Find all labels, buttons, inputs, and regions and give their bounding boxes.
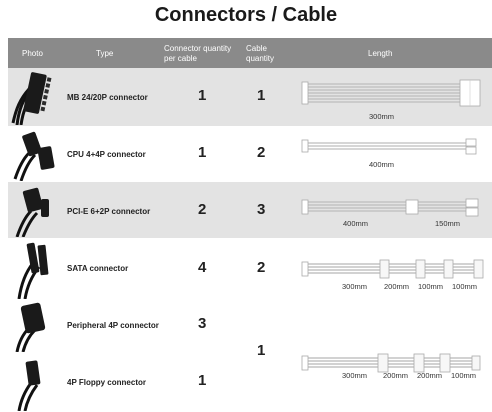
length-label: 300mm: [342, 282, 368, 291]
mb-cable-drawing: [301, 79, 481, 107]
cpu-cable-drawing: [301, 138, 477, 155]
sata-cable-drawing: [301, 259, 484, 279]
peripheral-connector-icon: [15, 302, 46, 352]
cable-qty-merged: 1: [257, 342, 266, 359]
sata-connector-icon: [17, 242, 49, 299]
connector-qty: 1: [198, 372, 207, 389]
type-label: MB 24/20P connector: [67, 93, 148, 102]
length-label: 400mm: [369, 160, 395, 169]
type-label: Peripheral 4P connector: [67, 321, 159, 330]
table-row: Peripheral 4P connector 3: [8, 300, 492, 352]
length-label: 100mm: [451, 371, 477, 380]
connector-qty: 3: [198, 315, 207, 332]
header-length: Length: [368, 49, 393, 58]
length-label: 150mm: [435, 219, 461, 228]
length-label: 100mm: [452, 282, 478, 291]
connector-qty: 2: [198, 201, 207, 218]
table-row: 4P Floppy connector 1: [8, 352, 492, 412]
length-label: 300mm: [342, 371, 368, 380]
type-label: 4P Floppy connector: [67, 378, 146, 387]
type-label: CPU 4+4P connector: [67, 150, 146, 159]
peripheral-cable-drawing: [301, 353, 481, 373]
table-row: CPU 4+4P connector 1 2 400mm: [8, 126, 492, 182]
length-label: 100mm: [418, 282, 444, 291]
pcie-connector-icon: [15, 187, 49, 237]
header-photo: Photo: [22, 49, 43, 58]
length-label: 200mm: [384, 282, 410, 291]
type-label: SATA connector: [67, 264, 129, 273]
cable-qty: 2: [257, 144, 266, 161]
cpu-connector-icon: [13, 131, 55, 181]
type-label: PCI-E 6+2P connector: [67, 207, 151, 216]
table-row: MB 24/20P connector 1 1 300mm: [8, 68, 492, 126]
header-type: Type: [96, 49, 114, 58]
table-row: PCI-E 6+2P connector 2 3 400mm 150mm: [8, 182, 492, 238]
length-label: 400mm: [343, 219, 369, 228]
header-cable-qty: Cable quantity: [246, 44, 275, 63]
pcie-cable-drawing: [301, 198, 479, 217]
connector-qty: 1: [198, 144, 207, 161]
header-connector-qty: Connector quantity per cable: [164, 44, 232, 63]
cable-qty: 1: [257, 87, 266, 104]
connector-qty: 1: [198, 87, 207, 104]
table-header: Photo Type Connector quantity per cable …: [8, 38, 492, 68]
cable-qty: 3: [257, 201, 266, 218]
length-label: 200mm: [383, 371, 409, 380]
table-row: SATA connector 4 2 300mm 200mm 100mm 100…: [8, 238, 492, 300]
cable-qty: 2: [257, 259, 266, 276]
floppy-connector-icon: [17, 360, 41, 411]
length-label: 300mm: [369, 112, 395, 121]
connector-qty: 4: [198, 259, 207, 276]
length-label: 200mm: [417, 371, 443, 380]
page-title: Connectors / Cable: [154, 4, 338, 26]
mb-24pin-connector-icon: [11, 72, 52, 125]
